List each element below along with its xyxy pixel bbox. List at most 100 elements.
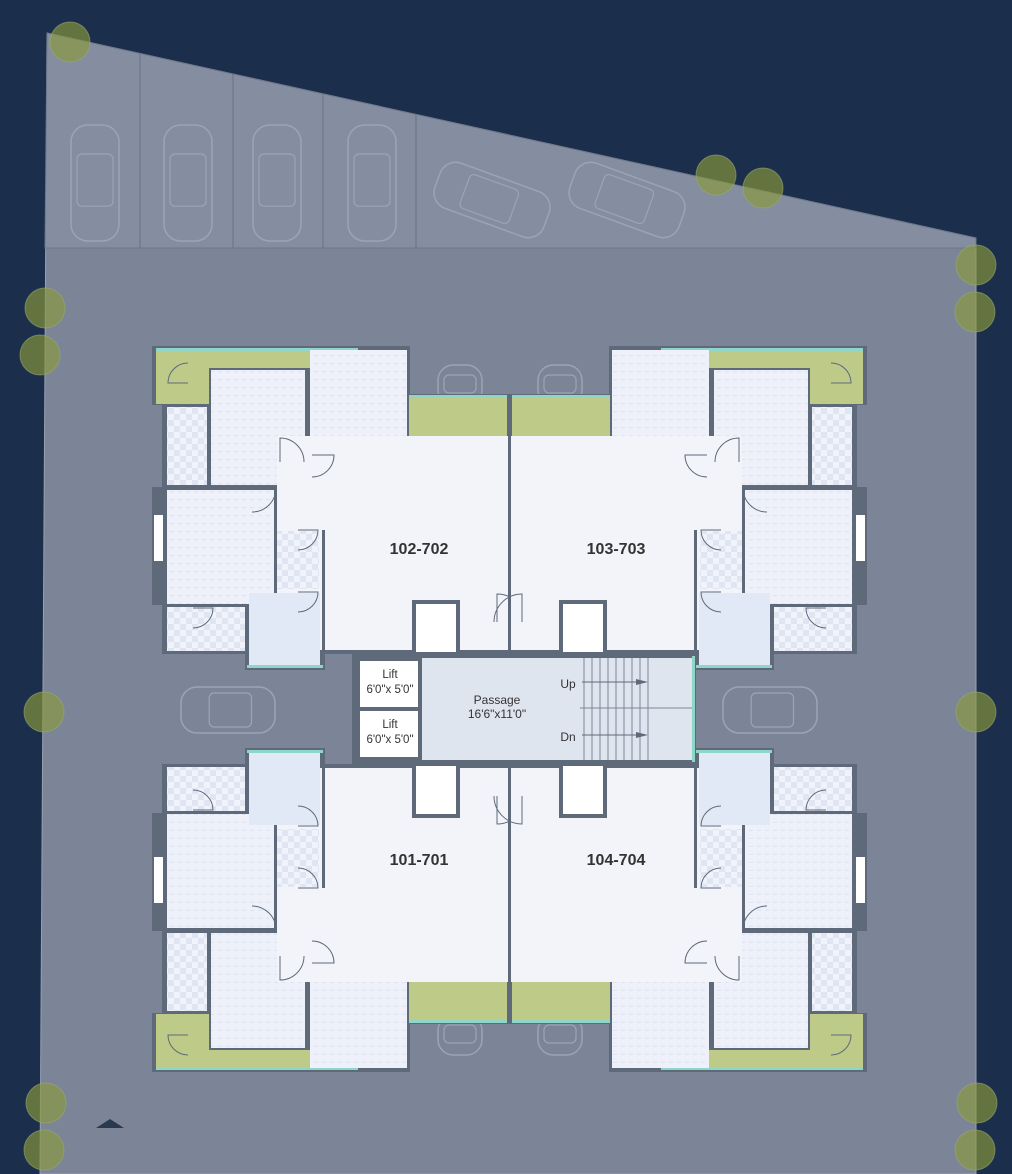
kitchen: [699, 593, 770, 666]
unit-101-701: [152, 748, 526, 1072]
door-swing: [830, 362, 852, 384]
storage: [563, 604, 603, 652]
tree-icon: [23, 691, 65, 733]
car-icon: [347, 124, 397, 242]
bathroom: [774, 767, 852, 811]
door-swing: [700, 591, 722, 613]
bathroom: [167, 933, 207, 1011]
door-swing: [805, 607, 827, 629]
balcony: [662, 349, 863, 404]
tree-icon: [23, 1129, 65, 1171]
door-swing: [192, 789, 214, 811]
door-swing: [311, 454, 335, 478]
window: [154, 515, 163, 561]
car-icon: [568, 161, 686, 239]
bathroom: [812, 407, 852, 485]
bathroom: [167, 607, 245, 651]
bathroom: [277, 531, 319, 589]
window: [856, 857, 865, 903]
door-swing: [714, 955, 740, 981]
unit-103-703: [493, 346, 867, 670]
tree-icon: [956, 1082, 998, 1124]
bathroom: [812, 933, 852, 1011]
tree-icon: [742, 167, 784, 209]
storage: [416, 604, 456, 652]
balcony-glass: [409, 1020, 507, 1023]
tree-icon: [954, 1129, 996, 1171]
kitchen: [699, 752, 770, 825]
wall: [322, 764, 325, 888]
wall: [322, 530, 325, 654]
passage: [422, 658, 580, 760]
lift-1-size: 6'0"x 5'0": [366, 684, 413, 696]
door-swing: [167, 362, 189, 384]
balcony: [156, 1014, 357, 1069]
wall: [508, 394, 511, 656]
tree-icon: [695, 154, 737, 196]
door-swing: [493, 795, 523, 825]
bathroom: [774, 607, 852, 651]
door-swing: [297, 867, 319, 889]
balcony: [409, 397, 507, 436]
balcony-glass: [661, 1067, 863, 1070]
balcony-glass: [661, 348, 863, 351]
door-swing: [297, 591, 319, 613]
wall: [694, 764, 697, 888]
unit-label-102-702: 102-702: [390, 541, 449, 558]
door-swing: [297, 529, 319, 551]
door-swing: [311, 940, 335, 964]
lift-2: [360, 711, 418, 757]
lift-2-size: 6'0"x 5'0": [366, 734, 413, 746]
kitchen: [249, 593, 320, 666]
stair-up-label: Up: [560, 677, 576, 691]
tree-icon: [49, 21, 91, 63]
door-swing: [297, 805, 319, 827]
car-icon: [722, 686, 818, 734]
kitchen-glass: [247, 665, 323, 668]
lift-2-label: Lift: [382, 719, 398, 731]
tree-icon: [955, 691, 997, 733]
tree-icon: [19, 334, 61, 376]
unit-102-702: [152, 346, 526, 670]
core: Lift 6'0"x 5'0" Lift 6'0"x 5'0" Passage …: [352, 654, 696, 764]
balcony-glass: [512, 395, 610, 398]
car-icon: [163, 124, 213, 242]
door-swing: [700, 529, 722, 551]
bathroom: [167, 767, 245, 811]
storage: [416, 766, 456, 814]
tree-icon: [25, 1082, 67, 1124]
passage-label: Passage: [474, 693, 521, 707]
door-swing: [830, 1034, 852, 1056]
door-swing: [279, 437, 305, 463]
balcony: [156, 349, 357, 404]
kitchen: [249, 752, 320, 825]
parking-bay-lines: [139, 54, 417, 248]
door-swing: [192, 607, 214, 629]
bedroom: [167, 490, 274, 604]
stair-treads: [583, 658, 649, 760]
door-swing: [700, 867, 722, 889]
stair-down-label: Dn: [560, 730, 575, 744]
north-arrow-icon: [96, 1119, 124, 1128]
wall: [508, 762, 511, 1024]
trees: [19, 21, 998, 1171]
balcony-glass: [512, 1020, 610, 1023]
door-swing: [684, 454, 708, 478]
bathroom: [700, 531, 742, 589]
window: [154, 857, 163, 903]
unit-label-104-704: 104-704: [587, 852, 646, 869]
storage: [563, 766, 603, 814]
wall: [694, 530, 697, 654]
unit-label-103-703: 103-703: [587, 541, 646, 558]
door-swing: [805, 789, 827, 811]
balcony-glass: [409, 395, 507, 398]
tree-icon: [954, 291, 996, 333]
door-swing: [742, 487, 768, 513]
balcony: [662, 1014, 863, 1069]
kitchen-glass: [696, 665, 772, 668]
parked-cars: [70, 124, 818, 1056]
tree-icon: [955, 244, 997, 286]
balcony: [512, 397, 610, 436]
door-swing: [493, 593, 523, 623]
